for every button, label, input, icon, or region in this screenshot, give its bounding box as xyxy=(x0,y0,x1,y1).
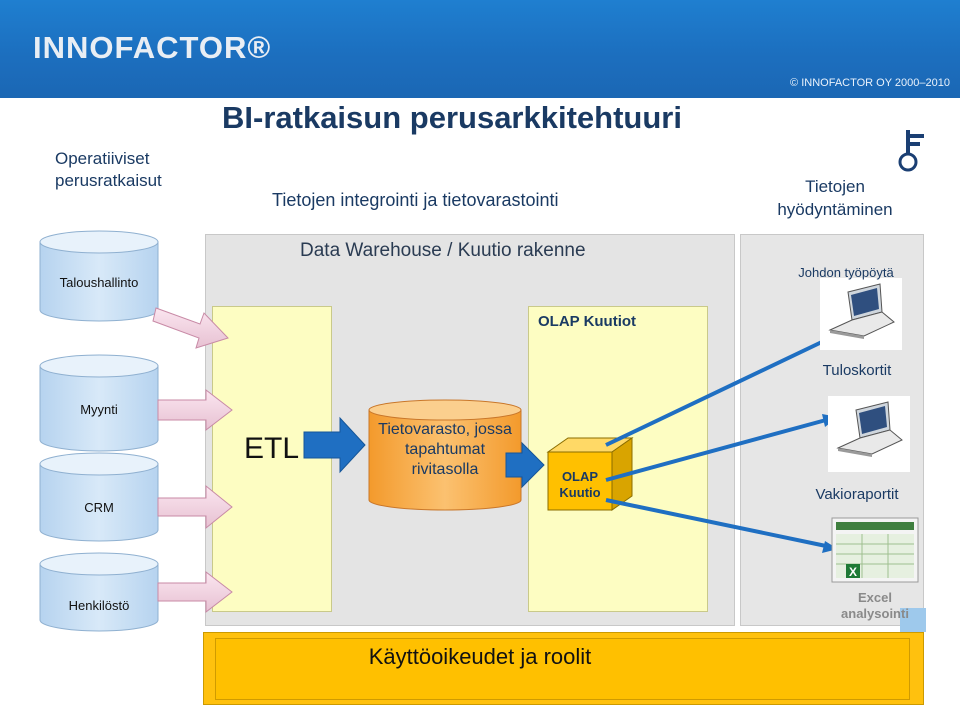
source-label-henkilosto: Henkilöstö xyxy=(68,598,130,613)
etl-label: ETL xyxy=(244,432,300,465)
arrow-taloushallinto xyxy=(152,307,229,349)
svg-text:X: X xyxy=(849,565,857,579)
roles-bar xyxy=(215,638,910,700)
source-label-crm: CRM xyxy=(84,500,114,515)
roles-bar-label: Käyttöoikeudet ja roolit xyxy=(368,644,592,669)
tietovarasto-cylinder xyxy=(368,399,522,511)
output-label-reports: Vakioraportit xyxy=(815,486,899,503)
etl-panel xyxy=(212,306,332,612)
olap-cube-label: OLAP Kuutio xyxy=(559,469,601,500)
column-heading-left: Operatiiviset perusratkaisut xyxy=(55,149,162,190)
page-title: BI-ratkaisun perusarkkitehtuuri xyxy=(222,100,682,135)
output-connectors xyxy=(605,338,827,548)
data-warehouse-title: Data Warehouse / Kuutio rakenne xyxy=(300,240,586,261)
header-bar xyxy=(0,0,960,98)
arrow-myynti xyxy=(157,388,233,432)
arrow-crm xyxy=(157,484,233,530)
source-label-taloushallinto: Taloushallinto xyxy=(59,275,139,290)
cylinder-henkilosto xyxy=(39,552,159,632)
output-label-scorecards: Tuloskortit xyxy=(822,362,892,379)
cylinder-myynti xyxy=(39,354,159,452)
source-label-myynti: Myynti xyxy=(80,402,118,417)
key-icon xyxy=(898,130,924,172)
copyright-text: © INNOFACTOR OY 2000–2010 xyxy=(790,77,950,89)
excel-icon: X xyxy=(831,517,919,583)
cylinder-crm xyxy=(39,452,159,542)
innofactor-logo: INNOFACTOR® xyxy=(33,30,272,65)
storage-to-cube-arrow xyxy=(505,441,545,489)
laptop-icon xyxy=(820,278,902,350)
etl-arrow xyxy=(303,416,366,474)
laptop-icon xyxy=(828,396,910,472)
tietovarasto-label: Tietovarasto, jossa tapahtumat rivitasol… xyxy=(378,421,512,478)
output-label-dashboard: Johdon työpöytä xyxy=(798,265,894,280)
edge-tab xyxy=(900,608,926,632)
output-label-excel: Excel analysointi xyxy=(841,590,909,621)
olap-section-label: OLAP Kuutiot xyxy=(538,313,637,330)
cylinder-taloushallinto xyxy=(39,230,159,322)
column-heading-middle: Tietojen integrointi ja tietovarastointi xyxy=(272,190,559,210)
column-heading-right: Tietojen hyödyntäminen xyxy=(777,177,893,219)
arrow-henkilosto xyxy=(157,570,233,614)
